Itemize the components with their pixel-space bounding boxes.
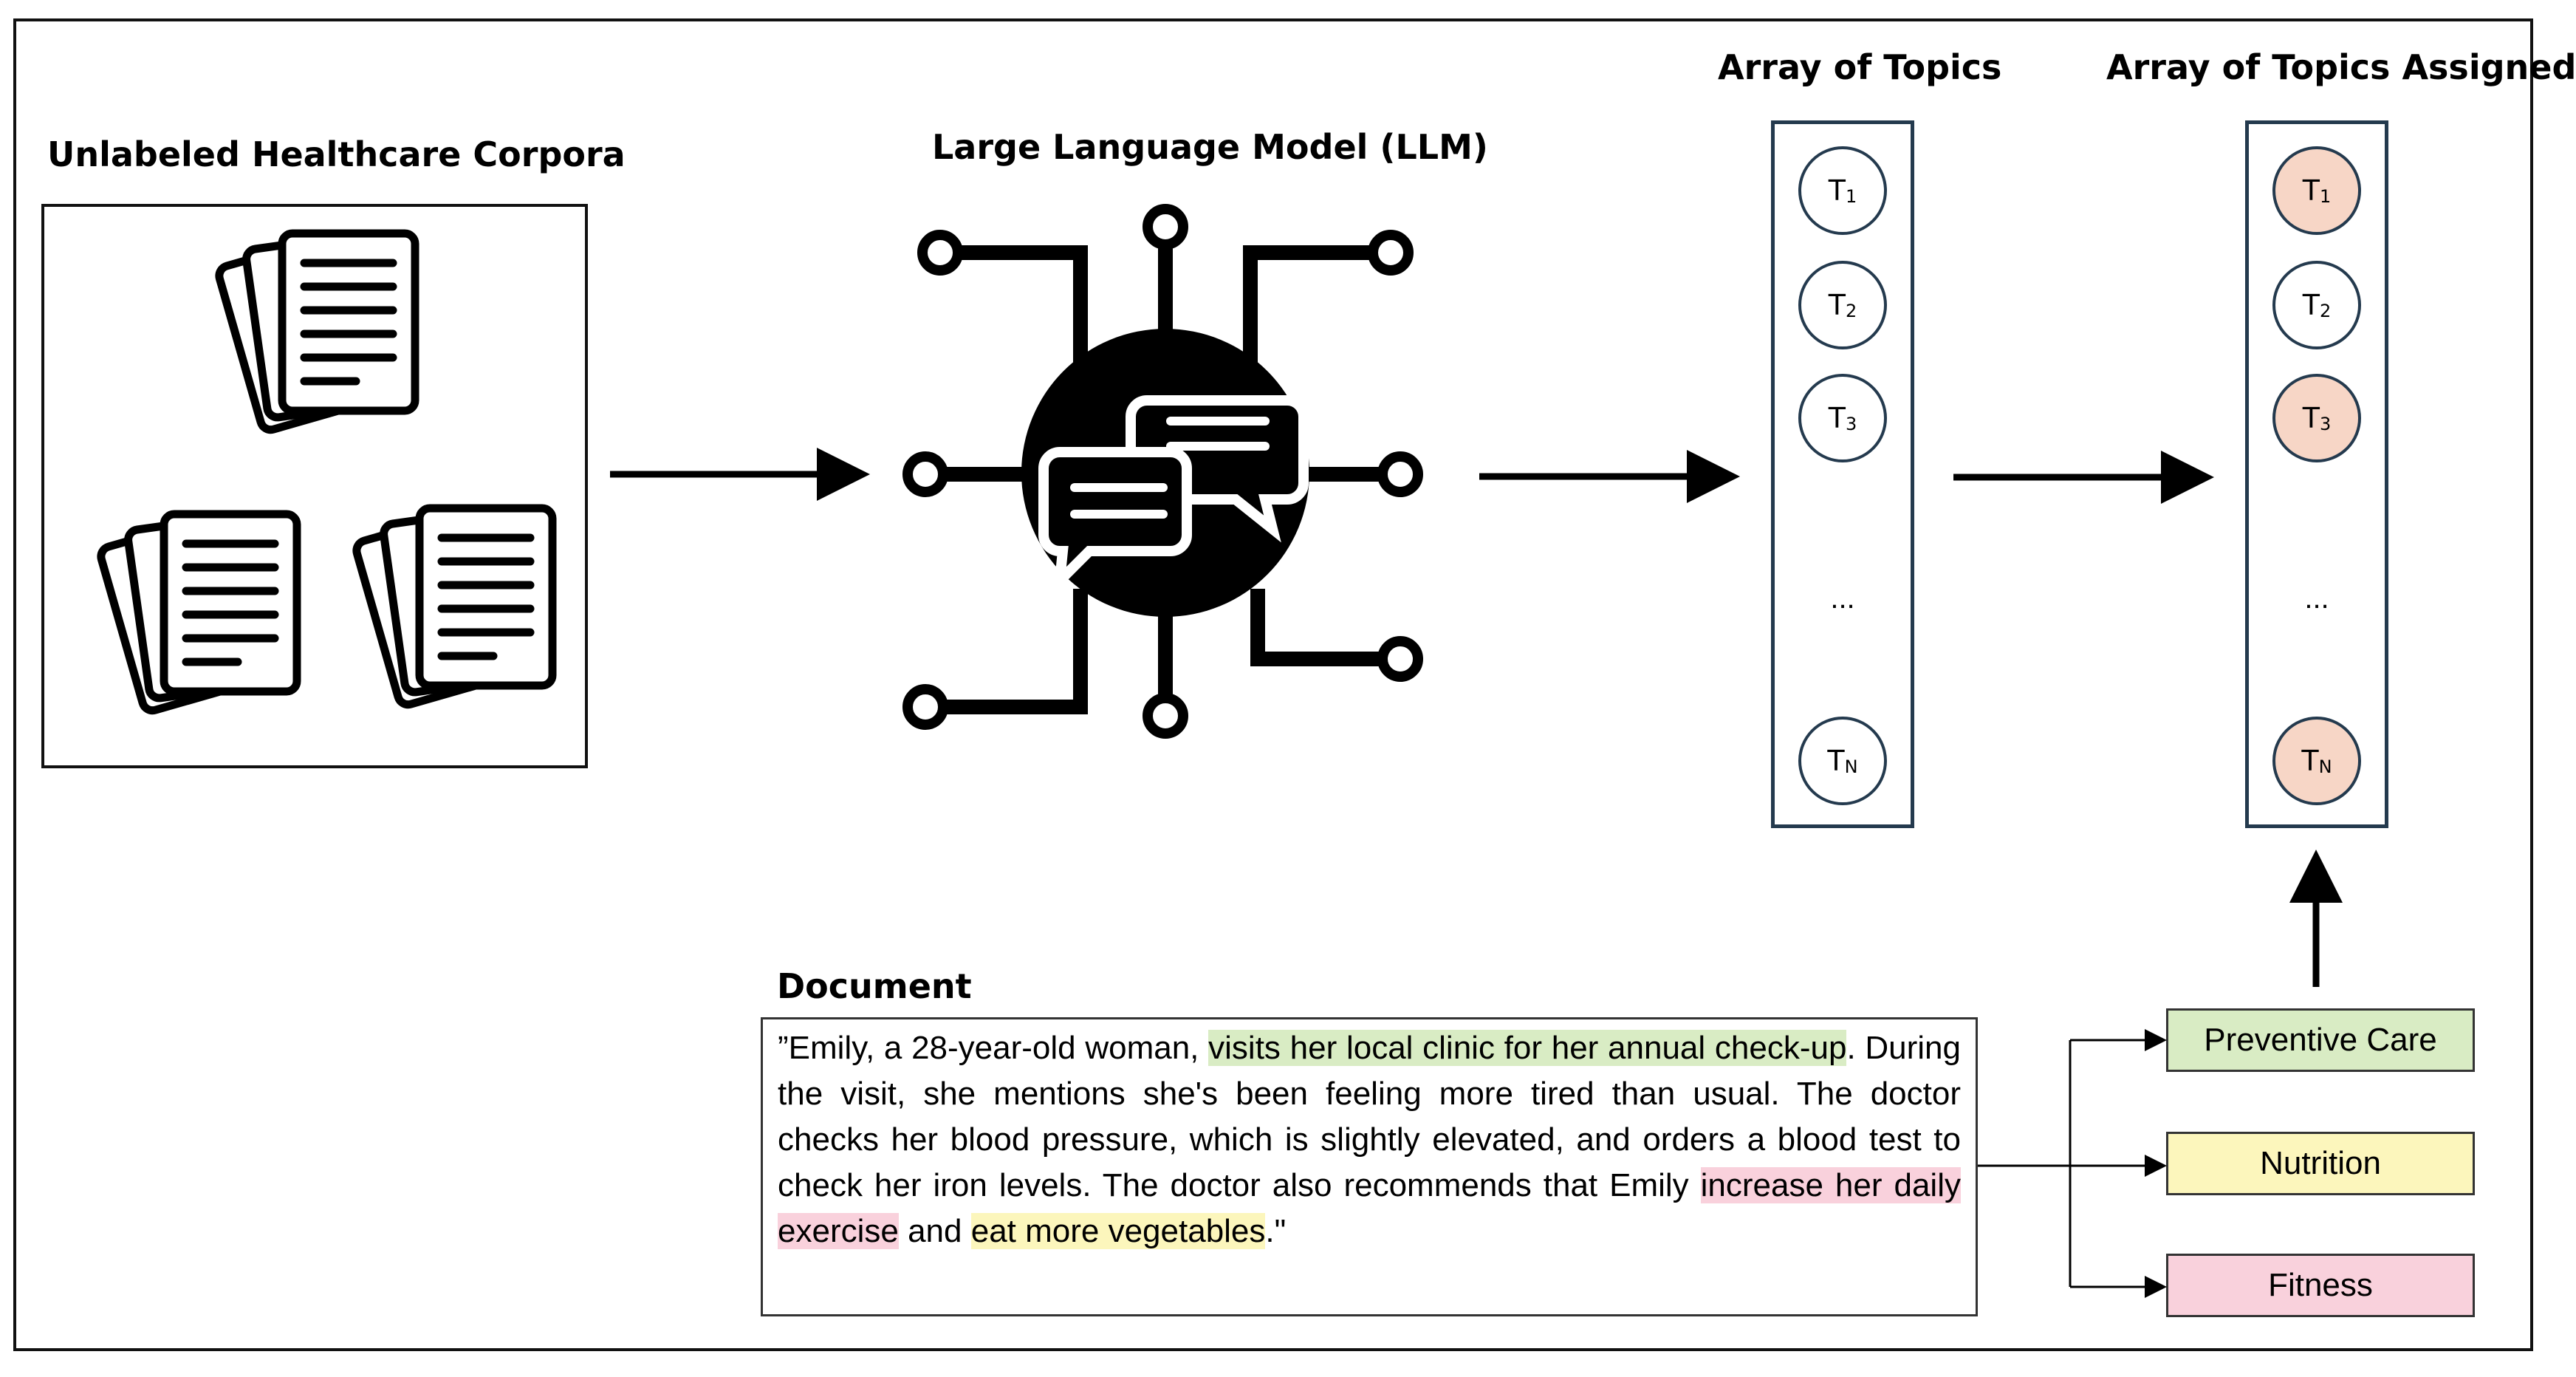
llm-box bbox=[866, 186, 1457, 756]
topics-title: Array of Topics bbox=[1718, 47, 2002, 87]
label-nutrition: Nutrition bbox=[2166, 1132, 2475, 1195]
circuit-node-icon bbox=[1377, 636, 1423, 682]
circuit-node-icon bbox=[1143, 204, 1188, 250]
corpora-title: Unlabeled Healthcare Corpora bbox=[47, 134, 626, 174]
assigned-ellipsis: ... bbox=[2304, 582, 2329, 615]
topics-ellipsis: ... bbox=[1830, 582, 1855, 615]
document-title: Document bbox=[777, 966, 972, 1006]
document-text-box: ”Emily, a 28-year-old woman, visits her … bbox=[761, 1017, 1978, 1316]
doc-text: . During the visit, she mentions she's b… bbox=[778, 1030, 1961, 1203]
doc-text: ." bbox=[1265, 1213, 1287, 1249]
doc-text: ”Emily, a 28-year-old woman, bbox=[778, 1030, 1209, 1066]
circuit-node-icon bbox=[1143, 693, 1188, 739]
highlight-preventive-care: visits her local clinic for her annual c… bbox=[1208, 1030, 1847, 1066]
llm-title: Large Language Model (LLM) bbox=[932, 127, 1488, 167]
doc-text: and bbox=[898, 1213, 971, 1249]
circuit-node-icon bbox=[917, 230, 963, 276]
assigned-title: Array of Topics Assigned bbox=[2106, 47, 2576, 87]
circuit-node-icon bbox=[1377, 451, 1423, 497]
circuit-node-icon bbox=[902, 684, 948, 730]
label-fitness: Fitness bbox=[2166, 1254, 2475, 1317]
corpora-box bbox=[41, 204, 588, 768]
label-preventive-care: Preventive Care bbox=[2166, 1008, 2475, 1072]
llm-circuit-icon bbox=[902, 204, 1423, 739]
circuit-node-icon bbox=[1368, 230, 1414, 276]
circuit-node-icon bbox=[902, 451, 948, 497]
figure-frame bbox=[13, 18, 2533, 1351]
highlight-nutrition: eat more vegetables bbox=[970, 1213, 1266, 1249]
chat-bubbles-icon bbox=[1038, 395, 1309, 595]
